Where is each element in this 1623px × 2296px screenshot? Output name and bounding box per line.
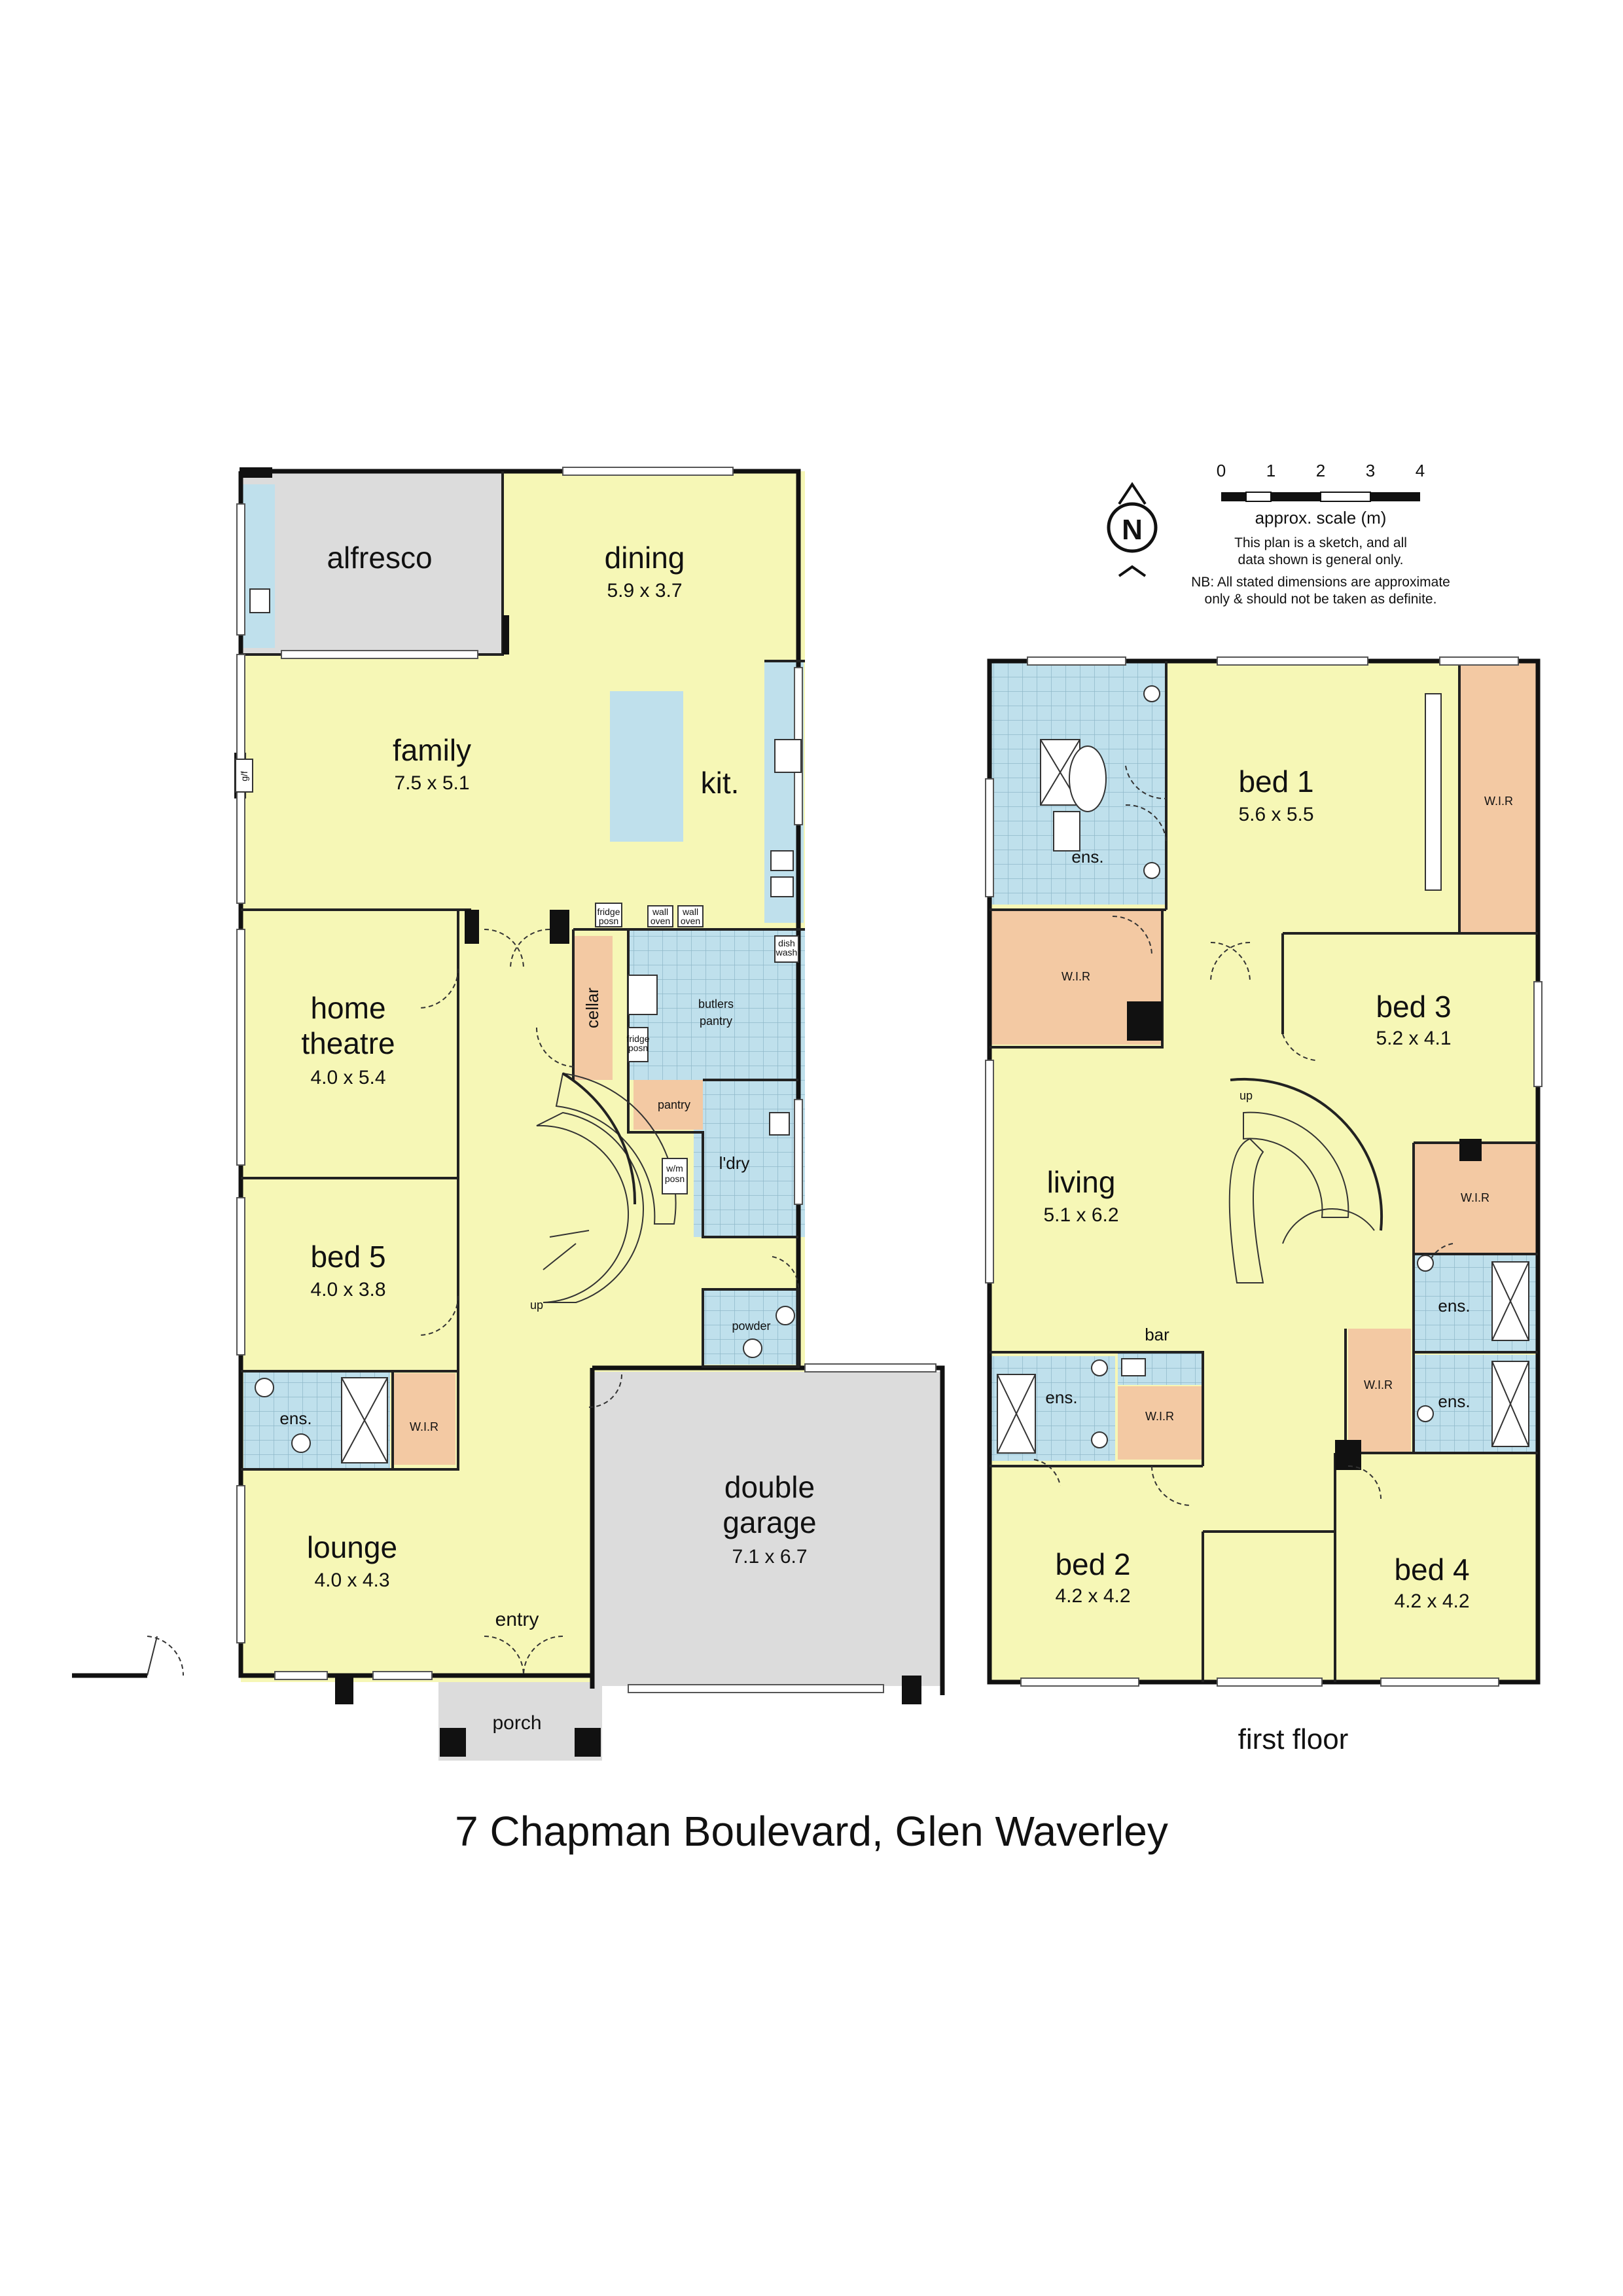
first-stair <box>1228 1077 1383 1283</box>
family-label: family <box>393 733 471 767</box>
scale-tick-3: 3 <box>1366 461 1375 480</box>
bed1-wir-area <box>1459 662 1537 933</box>
garage-label-2: garage <box>722 1505 816 1539</box>
ground-stair <box>536 1072 677 1303</box>
address-title: 7 Chapman Boulevard, Glen Waverley <box>455 1808 1168 1855</box>
bed4-wir-area <box>1348 1329 1411 1453</box>
bed2-dims: 4.2 x 4.2 <box>1055 1585 1130 1607</box>
butlers-pantry-label-2: pantry <box>700 1014 732 1028</box>
fridge-posn-label-2: posn <box>599 916 618 926</box>
ground-ens-label: ens. <box>279 1408 312 1428</box>
scale-nb-2: only & should not be taken as definite. <box>1205 592 1437 607</box>
wall-oven-label-2: oven <box>651 916 670 926</box>
bed3-dims: 5.2 x 4.1 <box>1376 1028 1451 1049</box>
scale-nb-1: NB: All stated dimensions are approximat… <box>1191 575 1450 590</box>
first-floor: bed 1 5.6 x 5.5 ens. W.I.R W.I.R bed 3 5… <box>985 656 1543 1687</box>
gf-label: g/f <box>239 771 249 781</box>
fridge-posn-2-label-2: posn <box>628 1043 648 1053</box>
cellar-area <box>573 936 613 1080</box>
first-left-wir-label: W.I.R <box>1061 970 1090 983</box>
alfresco-label: alfresco <box>327 541 432 575</box>
scale-disclaimer-1: This plan is a sketch, and all <box>1234 535 1407 550</box>
bed1-dims: 5.6 x 5.5 <box>1238 804 1313 825</box>
bed3-wir-label: W.I.R <box>1461 1191 1489 1204</box>
family-dims: 7.5 x 5.1 <box>394 772 469 794</box>
lounge-dims: 4.0 x 4.3 <box>314 1570 389 1591</box>
wm-label-1: w/m <box>666 1163 683 1174</box>
dining-dims: 5.9 x 3.7 <box>607 580 682 601</box>
bed3-label: bed 3 <box>1376 990 1451 1024</box>
wall-oven-label-1: wall <box>652 906 668 917</box>
ground-up-label: up <box>530 1299 543 1312</box>
bed2-ens-label: ens. <box>1045 1388 1077 1407</box>
laundry-label: l'dry <box>719 1153 750 1173</box>
wm-label-2: posn <box>665 1174 685 1184</box>
bed4-dims: 4.2 x 4.2 <box>1394 1590 1469 1612</box>
home-theatre-label-2: theatre <box>301 1026 395 1060</box>
bed2-label: bed 2 <box>1055 1547 1130 1581</box>
first-up-label: up <box>1240 1089 1253 1102</box>
pantry-area <box>633 1080 703 1130</box>
north-compass: N <box>1107 482 1158 577</box>
bed4-ens-label: ens. <box>1438 1391 1470 1411</box>
garage-label-1: double <box>724 1470 815 1504</box>
dining-label: dining <box>605 541 685 575</box>
kitchen-island <box>610 691 683 842</box>
pantry-label: pantry <box>658 1098 690 1111</box>
fridge-posn-label-1: fridge <box>597 906 620 917</box>
bed1-label: bed 1 <box>1238 764 1313 798</box>
bed4-wir-label: W.I.R <box>1364 1378 1393 1391</box>
scale-disclaimer-2: data shown is general only. <box>1238 552 1404 567</box>
wall-oven-2-label-2: oven <box>681 916 700 926</box>
scale-tick-1: 1 <box>1266 461 1275 480</box>
lounge-label: lounge <box>307 1530 397 1564</box>
kitchen-label: kit. <box>701 766 740 800</box>
living-label: living <box>1047 1165 1116 1199</box>
bed5-label: bed 5 <box>310 1240 385 1274</box>
bed2-wir-label: W.I.R <box>1145 1410 1174 1423</box>
alfresco-area <box>241 471 503 655</box>
bed5-dims: 4.0 x 3.8 <box>310 1279 385 1300</box>
ground-floor: alfresco dining 5.9 x 3.7 family 7.5 x 5… <box>72 467 945 1761</box>
compass-letter: N <box>1122 514 1143 546</box>
ground-wir-label: W.I.R <box>410 1420 438 1433</box>
dish-wash-label-2: wash <box>776 947 798 958</box>
home-theatre-label-1: home <box>310 991 385 1025</box>
scale-tick-4: 4 <box>1416 461 1425 480</box>
scale-tick-2: 2 <box>1316 461 1325 480</box>
entry-label: entry <box>495 1609 539 1630</box>
bed1-ens-label: ens. <box>1071 847 1103 867</box>
porch-label: porch <box>492 1712 541 1734</box>
living-dims: 5.1 x 6.2 <box>1043 1204 1118 1226</box>
scale-label: approx. scale (m) <box>1255 508 1387 528</box>
fridge-posn-2-label-1: fridge <box>626 1033 649 1044</box>
scale-tick-0: 0 <box>1217 461 1226 480</box>
powder-label: powder <box>732 1319 770 1333</box>
garage-dims: 7.1 x 6.7 <box>732 1546 807 1568</box>
bed1-wir-label: W.I.R <box>1484 795 1513 808</box>
bed3-ens-label: ens. <box>1438 1296 1470 1316</box>
bed4-label: bed 4 <box>1394 1552 1469 1587</box>
double-garage-area <box>593 1372 942 1686</box>
cellar-label: cellar <box>582 988 602 1028</box>
butlers-pantry-label-1: butlers <box>698 997 734 1011</box>
dish-wash-label-1: dish <box>778 938 795 948</box>
bar-label: bar <box>1145 1325 1169 1344</box>
scale-bar: 0 1 2 3 4 approx. scale (m) This plan is… <box>1191 461 1450 607</box>
wall-oven-2-label-1: wall <box>682 906 698 917</box>
bed2-wir-area <box>1118 1386 1203 1460</box>
home-theatre-dims: 4.0 x 5.4 <box>310 1067 385 1088</box>
first-floor-caption: first floor <box>1238 1723 1349 1755</box>
